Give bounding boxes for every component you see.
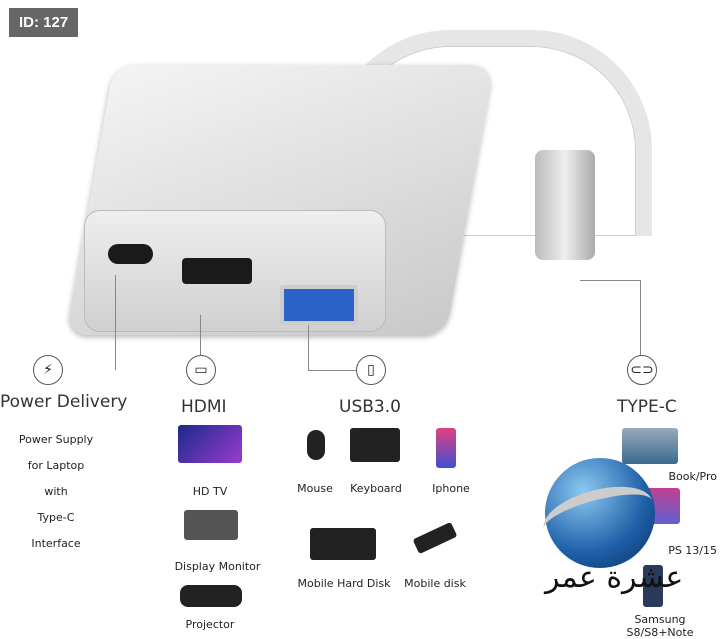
type-c-plug bbox=[535, 150, 595, 260]
power-description: Power Supply for Laptop with Type-C Inte… bbox=[0, 427, 112, 557]
connector-line bbox=[200, 315, 201, 355]
type-c-icon: ⊂⊃ bbox=[627, 355, 657, 385]
description-line: Type-C bbox=[37, 511, 75, 524]
device-label: Keyboard bbox=[350, 482, 402, 495]
tv-image bbox=[178, 425, 242, 463]
hard-disk-image bbox=[350, 428, 400, 462]
iphone-image bbox=[436, 428, 456, 468]
hdmi-port bbox=[182, 258, 252, 284]
watermark-text: عشرة عمر bbox=[545, 560, 684, 595]
type-c-port bbox=[108, 244, 153, 264]
usb-port bbox=[280, 285, 358, 325]
id-badge: ID: 127 bbox=[9, 8, 79, 37]
projector-image bbox=[180, 585, 242, 607]
device-label: Samsung S8/S8+Note bbox=[626, 613, 694, 639]
description-line: for Laptop bbox=[27, 459, 85, 472]
device-label: Mouse bbox=[297, 482, 333, 495]
device-label: Iphone bbox=[432, 482, 470, 495]
usb-title: USB3.0 bbox=[339, 397, 401, 417]
device-label: PS 13/15 bbox=[668, 544, 717, 557]
connector-line bbox=[115, 275, 116, 370]
hdmi-icon: ▭ bbox=[186, 355, 216, 385]
battery-icon: ⚡ bbox=[33, 355, 63, 385]
usb-icon: ▯ bbox=[356, 355, 386, 385]
connector-line bbox=[580, 280, 641, 356]
usb-drive-image bbox=[412, 521, 458, 555]
monitor-image bbox=[184, 510, 238, 540]
samsung-phone-image bbox=[643, 565, 663, 607]
device-label: Book/Pro bbox=[668, 470, 717, 483]
type-c-title: TYPE-C bbox=[617, 397, 677, 417]
description-line: with bbox=[44, 485, 68, 498]
device-label: HD TV bbox=[192, 485, 228, 498]
keyboard-image bbox=[310, 528, 376, 560]
hdmi-title: HDMI bbox=[181, 397, 227, 417]
device-label: Mobile Hard Disk bbox=[297, 577, 391, 590]
description-line: Interface bbox=[31, 537, 81, 550]
device-label: Display Monitor bbox=[174, 560, 261, 573]
device-label: Projector bbox=[185, 618, 235, 631]
description-line: Power Supply bbox=[18, 433, 94, 446]
watermark-logo bbox=[545, 458, 655, 568]
macbook-image bbox=[622, 428, 678, 464]
power-delivery-title: Power Delivery bbox=[0, 392, 128, 412]
mouse-image bbox=[307, 430, 325, 460]
connector-line bbox=[308, 325, 364, 371]
device-label: Mobile disk bbox=[404, 577, 466, 590]
